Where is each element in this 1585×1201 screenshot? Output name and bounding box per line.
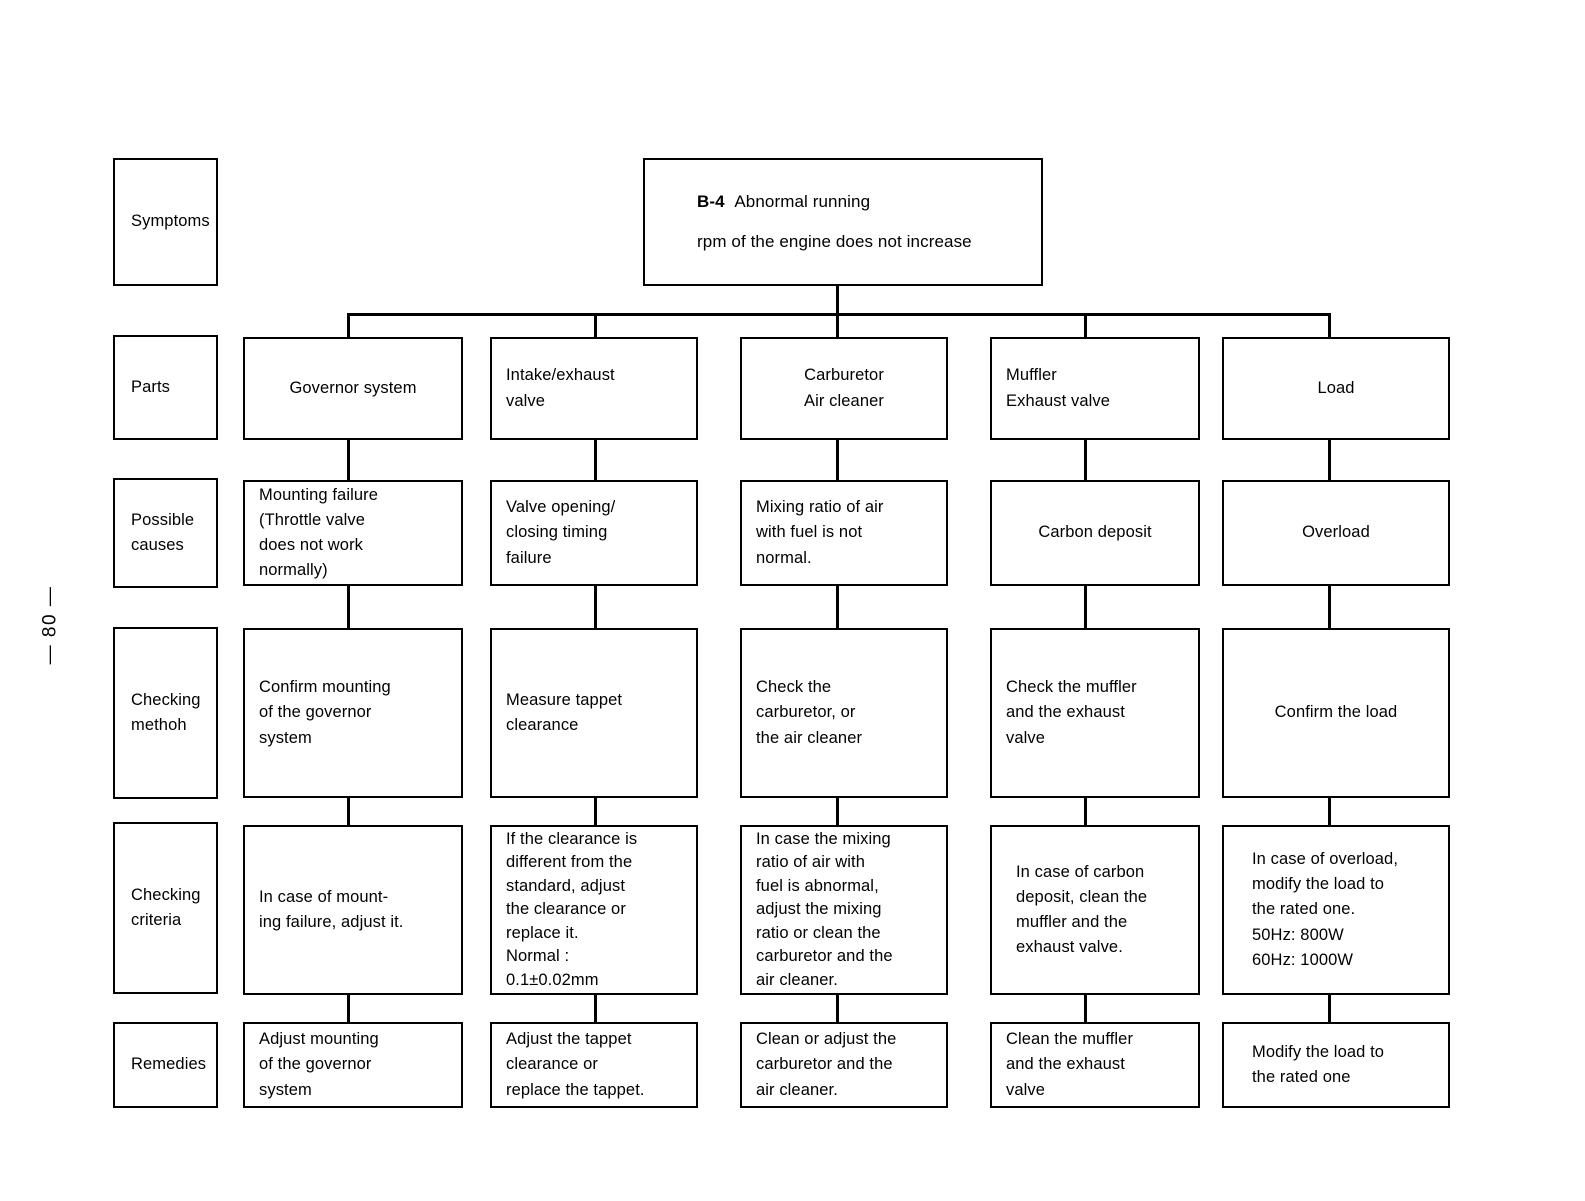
remedy-box-muffler-exhaust-valve: Clean the muffler and the exhaust valve [990,1022,1200,1108]
connector-intake-cause-to-method [594,586,597,628]
criteria-box-muffler-exhaust-valve-text: In case of carbon deposit, clean the muf… [1016,862,1148,957]
criteria-box-carburetor-air-cleaner: In case the mixing ratio of air with fue… [740,825,948,995]
remedy-box-governor-system-text: Adjust mounting of the governor system [259,1030,379,1099]
method-box-carburetor-air-cleaner-text: Check the carburetor, or the air cleaner [756,678,863,747]
method-box-governor-system: Confirm mounting of the governor system [243,628,463,798]
connector-carburetor-method-to-criteria [836,798,839,825]
connector-muffler-parts-to-cause [1084,440,1087,480]
row-label-symptoms: Symptoms [113,158,218,286]
method-box-muffler-exhaust-valve: Check the muffler and the exhaust valve [990,628,1200,798]
remedy-box-intake-exhaust-valve-text: Adjust the tappet clearance or replace t… [506,1030,645,1099]
cause-box-load: Overload [1222,480,1450,586]
connector-intake-method-to-criteria [594,798,597,825]
criteria-box-intake-exhaust-valve: If the clearance is different from the s… [490,825,698,995]
method-box-intake-exhaust-valve-text: Measure tappet clearance [506,690,623,734]
row-label-checking-method-text: Checking methoh [131,690,201,734]
parts-box-carburetor-air-cleaner: Carburetor Air cleaner [740,337,948,440]
cause-box-load-text: Overload [1302,523,1370,542]
bus-drop-governor [347,313,350,337]
connector-carburetor-parts-to-cause [836,440,839,480]
symptom-detail: rpm of the engine does not increase [697,232,972,251]
row-label-possible-causes: Possible causes [113,478,218,588]
cause-box-muffler-exhaust-valve-text: Carbon deposit [1038,523,1152,542]
remedy-box-load: Modify the load to the rated one [1222,1022,1450,1108]
parts-box-intake-exhaust-valve-text: Intake/exhaust valve [506,366,615,410]
parts-box-muffler-exhaust-valve: Muffler Exhaust valve [990,337,1200,440]
row-label-possible-causes-text: Possible causes [131,510,195,554]
connector-muffler-criteria-to-remedy [1084,995,1087,1022]
remedy-box-carburetor-air-cleaner: Clean or adjust the carburetor and the a… [740,1022,948,1108]
row-label-remedies-text: Remedies [131,1055,207,1074]
remedy-box-load-text: Modify the load to the rated one [1252,1042,1385,1086]
method-box-muffler-exhaust-valve-text: Check the muffler and the exhaust valve [1006,678,1137,747]
remedy-box-intake-exhaust-valve: Adjust the tappet clearance or replace t… [490,1022,698,1108]
cause-box-carburetor-air-cleaner: Mixing ratio of air with fuel is not nor… [740,480,948,586]
remedy-box-carburetor-air-cleaner-text: Clean or adjust the carburetor and the a… [756,1030,897,1099]
page-number: — 80 — [30,560,70,690]
criteria-box-governor-system: In case of mount- ing failure, adjust it… [243,825,463,995]
criteria-box-load-text: In case of overload, modify the load to … [1252,850,1399,969]
parts-box-governor-system: Governor system [243,337,463,440]
criteria-box-intake-exhaust-valve-text: If the clearance is different from the s… [506,830,638,989]
criteria-box-load: In case of overload, modify the load to … [1222,825,1450,995]
symptom-title: Abnormal running [734,192,871,212]
bus-drop-load [1328,313,1331,337]
parts-box-load-text: Load [1317,378,1355,397]
parts-box-governor-system-text: Governor system [289,378,417,397]
row-label-parts: Parts [113,335,218,440]
row-label-checking-method: Checking methoh [113,627,218,799]
connector-intake-criteria-to-remedy [594,995,597,1022]
parts-box-intake-exhaust-valve: Intake/exhaust valve [490,337,698,440]
cause-box-intake-exhaust-valve-text: Valve opening/ closing timing failure [506,498,616,567]
bus-drop-muffler [1084,313,1087,337]
connector-governor-criteria-to-remedy [347,995,350,1022]
row-label-parts-text: Parts [131,377,171,396]
method-box-load-text: Confirm the load [1274,703,1398,722]
parts-bus [348,313,1330,316]
method-box-load: Confirm the load [1222,628,1450,798]
symptom-box: B-4 Abnormal running rpm of the engine do… [643,158,1043,286]
page-number-label: — 80 — [39,585,61,665]
row-label-symptoms-text: Symptoms [131,212,210,231]
connector-load-criteria-to-remedy [1328,995,1331,1022]
connector-governor-parts-to-cause [347,440,350,480]
connector-muffler-method-to-criteria [1084,798,1087,825]
criteria-box-governor-system-text: In case of mount- ing failure, adjust it… [259,887,404,931]
connector-governor-cause-to-method [347,586,350,628]
connector-carburetor-criteria-to-remedy [836,995,839,1022]
symptom-text: B-4 Abnormal running rpm of the engine do… [645,182,1041,262]
symptom-code: B-4 [697,192,725,212]
remedy-box-muffler-exhaust-valve-text: Clean the muffler and the exhaust valve [1006,1030,1134,1099]
connector-intake-parts-to-cause [594,440,597,480]
bus-drop-carburetor [836,313,839,337]
criteria-box-muffler-exhaust-valve: In case of carbon deposit, clean the muf… [990,825,1200,995]
connector-load-parts-to-cause [1328,440,1331,480]
cause-box-intake-exhaust-valve: Valve opening/ closing timing failure [490,480,698,586]
cause-box-carburetor-air-cleaner-text: Mixing ratio of air with fuel is not nor… [756,498,884,567]
connector-load-cause-to-method [1328,586,1331,628]
connector-load-method-to-criteria [1328,798,1331,825]
criteria-box-carburetor-air-cleaner-text: In case the mixing ratio of air with fue… [756,830,893,989]
parts-box-load: Load [1222,337,1450,440]
row-label-remedies: Remedies [113,1022,218,1108]
cause-box-muffler-exhaust-valve: Carbon deposit [990,480,1200,586]
row-label-checking-criteria: Checking criteria [113,822,218,994]
cause-box-governor-system: Mounting failure (Throttle valve does no… [243,480,463,586]
row-label-checking-criteria-text: Checking criteria [131,885,201,929]
parts-box-muffler-exhaust-valve-text: Muffler Exhaust valve [1006,366,1111,410]
cause-box-governor-system-text: Mounting failure (Throttle valve does no… [259,485,379,580]
method-box-governor-system-text: Confirm mounting of the governor system [259,678,391,747]
symptom-stem [836,286,839,315]
parts-box-carburetor-air-cleaner-text: Carburetor Air cleaner [804,366,884,410]
method-box-carburetor-air-cleaner: Check the carburetor, or the air cleaner [740,628,948,798]
method-box-intake-exhaust-valve: Measure tappet clearance [490,628,698,798]
bus-drop-intake [594,313,597,337]
connector-governor-method-to-criteria [347,798,350,825]
connector-carburetor-cause-to-method [836,586,839,628]
remedy-box-governor-system: Adjust mounting of the governor system [243,1022,463,1108]
connector-muffler-cause-to-method [1084,586,1087,628]
